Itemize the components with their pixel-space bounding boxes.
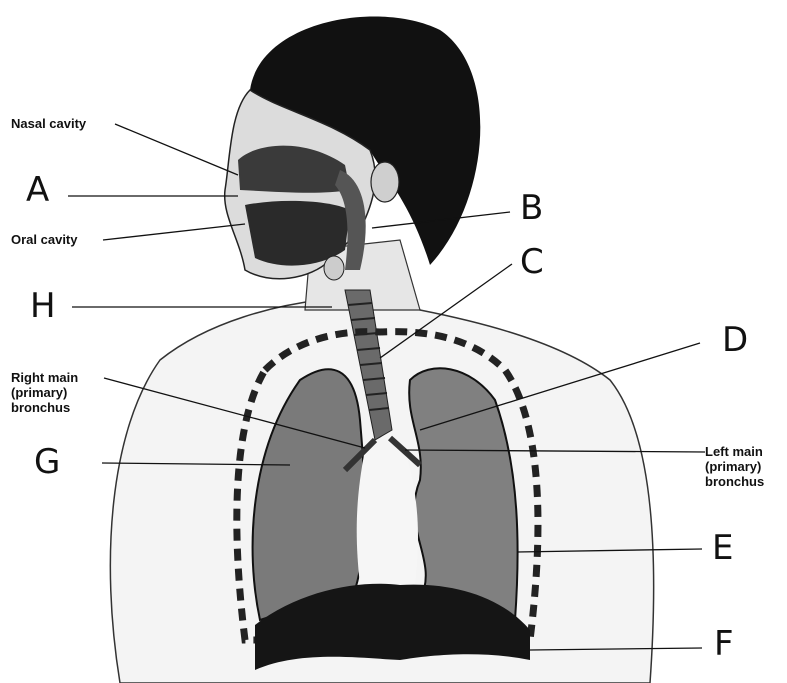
label-right-main-bronchus: Right main (primary) bronchus [11, 370, 78, 415]
label-right-bronchus-line1: Right main [11, 370, 78, 385]
letter-H: H [30, 288, 56, 324]
leader-nasal [115, 124, 238, 175]
letter-D: D [722, 322, 748, 358]
letter-E: E [712, 530, 733, 566]
letter-C: C [520, 244, 544, 280]
label-oral-cavity: Oral cavity [11, 232, 78, 247]
letter-A: A [26, 172, 49, 208]
label-left-bronchus-line2: (primary) [705, 459, 764, 474]
label-left-main-bronchus: Left main (primary) bronchus [705, 444, 764, 489]
letter-G: G [34, 444, 60, 480]
label-left-bronchus-line1: Left main [705, 444, 764, 459]
letter-B: B [520, 190, 543, 226]
letter-F: F [714, 626, 734, 662]
mediastinum [357, 450, 418, 585]
ear [371, 162, 399, 202]
label-nasal-cavity: Nasal cavity [11, 116, 86, 131]
label-left-bronchus-line3: bronchus [705, 474, 764, 489]
label-right-bronchus-line3: bronchus [11, 400, 78, 415]
leader-oral [103, 224, 245, 240]
larynx [324, 256, 344, 280]
label-right-bronchus-line2: (primary) [11, 385, 78, 400]
